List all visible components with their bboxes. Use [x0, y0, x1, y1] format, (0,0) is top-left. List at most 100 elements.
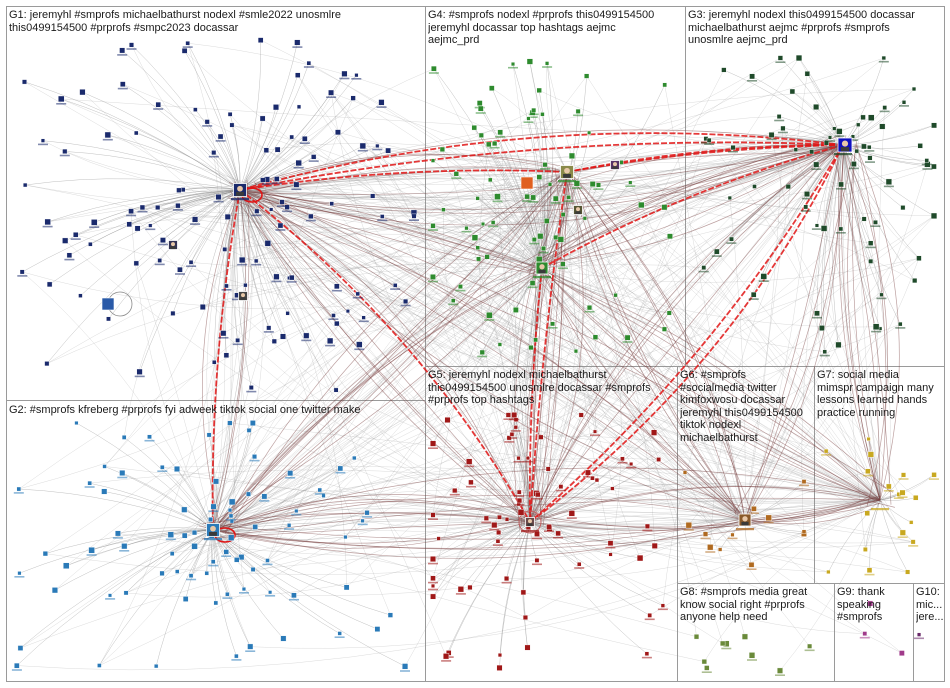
vertex — [248, 385, 254, 390]
vertex-label — [800, 210, 811, 212]
edge — [529, 521, 752, 566]
edge — [239, 75, 298, 191]
edge — [239, 92, 332, 191]
vertex-label — [455, 593, 466, 595]
vertex — [155, 204, 161, 210]
edge — [252, 198, 531, 523]
vertex-label — [265, 595, 276, 597]
edge — [541, 267, 746, 637]
vertex — [72, 232, 79, 238]
hub-label — [204, 538, 222, 541]
vertex-label — [221, 555, 232, 557]
avatar-kimfoxwosu — [738, 513, 752, 527]
edge — [125, 521, 531, 598]
vertex-label — [747, 80, 758, 82]
vertex-label — [883, 185, 894, 188]
edge — [131, 44, 241, 191]
edge — [565, 181, 746, 521]
vertex — [121, 435, 127, 440]
edge — [529, 458, 623, 523]
vertex-label — [550, 202, 561, 204]
edge — [473, 127, 543, 269]
vertex — [807, 643, 813, 649]
avatar-kfreberg-body — [209, 531, 217, 536]
edge — [61, 98, 844, 146]
vertex — [826, 569, 831, 574]
vertex — [589, 181, 596, 187]
edge — [515, 267, 543, 420]
vertex — [431, 583, 436, 588]
vertex — [517, 509, 525, 516]
vertex-label — [291, 188, 302, 191]
vertex-label — [700, 537, 711, 540]
vertex-label — [38, 143, 48, 146]
edge — [149, 436, 214, 531]
vertex-label — [186, 578, 197, 581]
edge — [291, 277, 746, 521]
vertex — [328, 89, 334, 96]
edge — [443, 209, 531, 523]
vertex — [289, 274, 295, 281]
vertex-label — [865, 246, 876, 249]
vertex — [585, 469, 591, 476]
vertex-label — [428, 72, 439, 74]
vertex-label — [13, 492, 24, 494]
edge — [16, 529, 214, 666]
vertex — [868, 114, 875, 121]
vertex-label — [532, 563, 542, 566]
edge — [230, 267, 543, 517]
edge — [529, 521, 655, 547]
vertex-label — [117, 54, 128, 56]
vertex — [557, 236, 564, 243]
edge — [239, 97, 354, 191]
hub-label — [834, 153, 852, 156]
edge — [548, 519, 746, 528]
vertex — [40, 138, 45, 143]
edge — [117, 527, 214, 534]
vertex — [777, 667, 784, 674]
vertex — [247, 643, 254, 650]
edge — [228, 197, 881, 501]
vertex — [873, 219, 878, 225]
vertex — [206, 432, 212, 438]
edge — [744, 503, 880, 521]
vertex — [294, 39, 301, 46]
avatar-small-face — [171, 242, 175, 247]
vertex — [476, 256, 481, 262]
vertex — [191, 216, 199, 223]
edge — [527, 144, 844, 533]
vertex-label — [501, 581, 512, 584]
edge — [433, 68, 543, 269]
vertex — [430, 512, 436, 518]
edge — [264, 144, 844, 497]
vertex-label — [358, 320, 369, 323]
edge — [207, 189, 246, 533]
vertex — [545, 466, 551, 472]
edge — [526, 196, 881, 501]
vertex — [441, 207, 446, 212]
edge — [239, 57, 884, 191]
avatar-kfreberg-face — [210, 525, 216, 532]
vertex-label — [351, 78, 362, 80]
edge — [587, 144, 844, 473]
edge — [212, 137, 831, 531]
vertex — [180, 187, 186, 193]
edge — [293, 521, 531, 596]
edge — [104, 466, 214, 531]
edge — [212, 135, 840, 531]
vertex — [430, 593, 436, 600]
edge — [842, 57, 885, 146]
vertex — [547, 182, 553, 187]
vertex — [651, 542, 658, 549]
vertex — [497, 653, 503, 658]
vertex — [261, 493, 268, 500]
edge — [214, 189, 241, 363]
vertex — [273, 104, 280, 111]
edge — [215, 144, 844, 482]
edge — [239, 189, 475, 238]
vertex — [273, 273, 280, 280]
vertex — [489, 85, 495, 91]
vertex — [584, 73, 590, 79]
vertex — [628, 180, 633, 185]
vertex — [119, 81, 126, 87]
